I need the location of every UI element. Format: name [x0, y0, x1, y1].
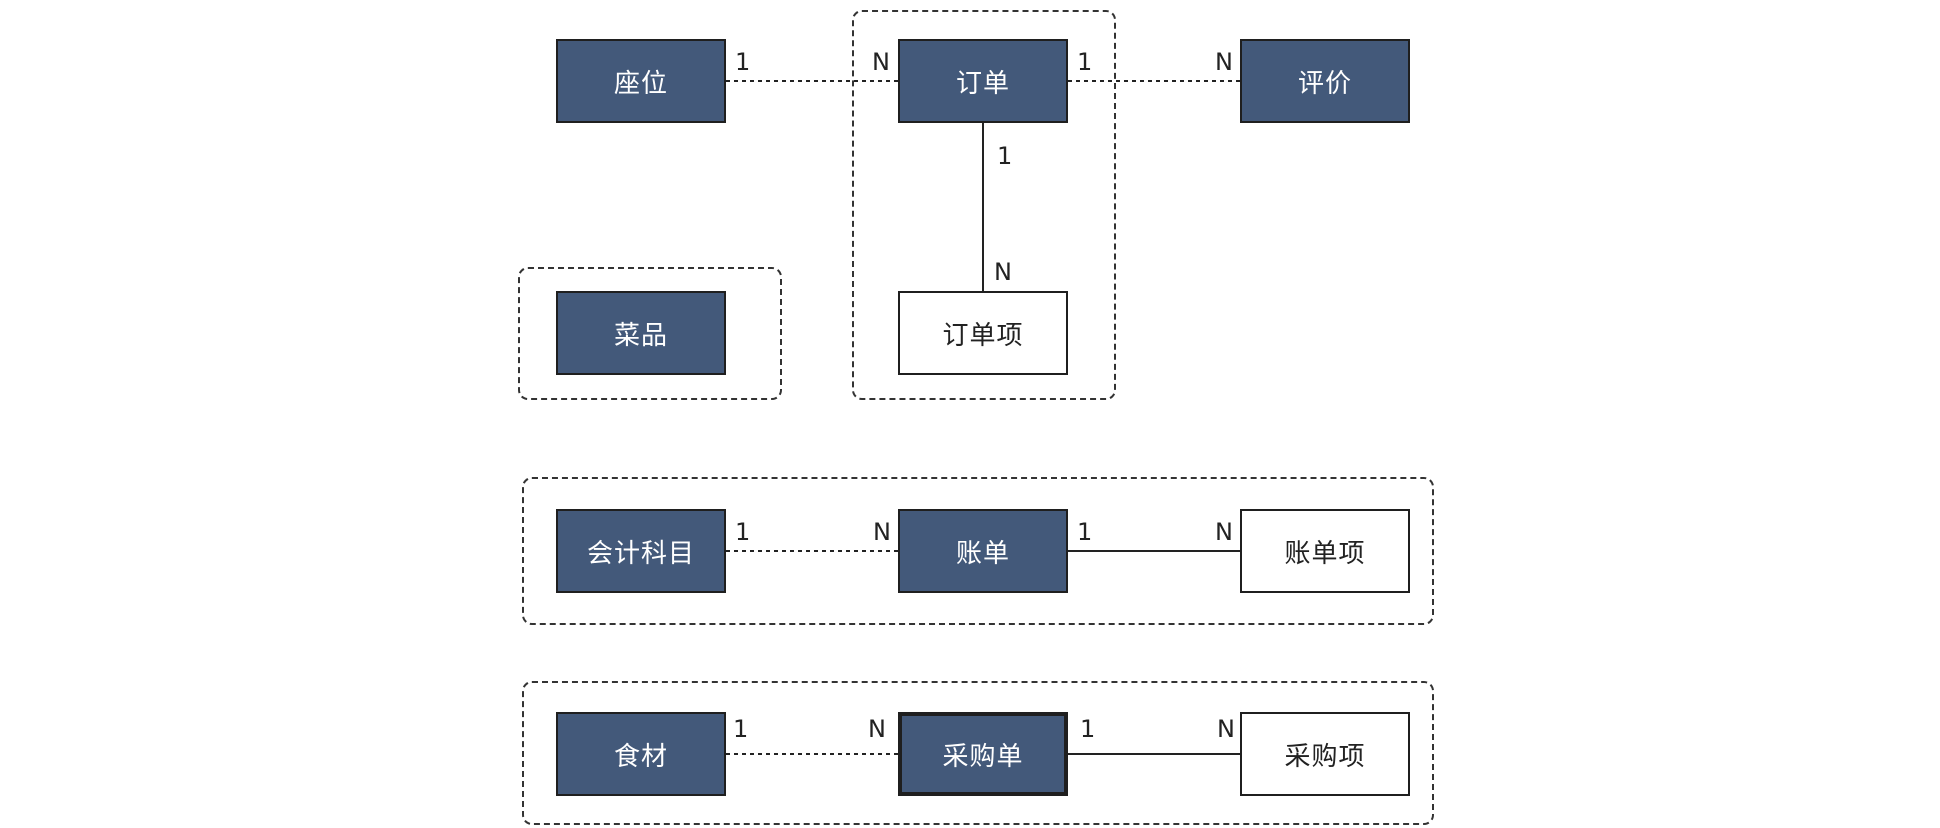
entity-bill[interactable]: 账单	[898, 509, 1068, 593]
dish-aggregate-boundary	[518, 267, 782, 400]
entity-ingredient-label: 食材	[613, 741, 668, 772]
entity-ingredient[interactable]: 食材	[556, 712, 726, 796]
purchase-aggregate-boundary	[522, 681, 1434, 825]
entity-purchase-order[interactable]: 采购单	[898, 712, 1068, 796]
cardinality-purchase-purchaseitem-n: N	[1217, 715, 1235, 743]
entity-dish-label: 菜品	[613, 320, 668, 351]
cardinality-account-bill-1: 1	[735, 518, 751, 546]
entity-purchase-item-label: 采购项	[1284, 741, 1366, 772]
entity-bill-item[interactable]: 账单项	[1240, 509, 1410, 593]
entity-order-label: 订单	[955, 68, 1010, 99]
entity-bill-item-label: 账单项	[1284, 538, 1366, 569]
bill-aggregate-boundary	[522, 477, 1434, 625]
cardinality-seat-order-1: 1	[735, 48, 751, 76]
cardinality-order-orderitem-n: N	[994, 258, 1012, 286]
entity-seat[interactable]: 座位	[556, 39, 726, 123]
entity-purchase-item[interactable]: 采购项	[1240, 712, 1410, 796]
cardinality-bill-billitem-n: N	[1215, 518, 1233, 546]
entity-order-item-label: 订单项	[942, 320, 1024, 351]
order-aggregate-boundary	[852, 10, 1116, 400]
entity-dish[interactable]: 菜品	[556, 291, 726, 375]
entity-review-label: 评价	[1297, 68, 1352, 99]
entity-seat-label: 座位	[613, 68, 668, 99]
entity-purchase-order-label: 采购单	[942, 741, 1024, 772]
entity-account[interactable]: 会计科目	[556, 509, 726, 593]
cardinality-purchase-purchaseitem-1: 1	[1080, 715, 1096, 743]
cardinality-account-bill-n: N	[873, 518, 891, 546]
cardinality-order-review-n: N	[1215, 48, 1233, 76]
entity-account-label: 会计科目	[586, 538, 695, 569]
entity-order-item[interactable]: 订单项	[898, 291, 1068, 375]
cardinality-seat-order-n: N	[872, 48, 890, 76]
entity-order[interactable]: 订单	[898, 39, 1068, 123]
entity-bill-label: 账单	[955, 538, 1010, 569]
cardinality-bill-billitem-1: 1	[1077, 518, 1093, 546]
cardinality-ingredient-purchase-1: 1	[733, 715, 749, 743]
cardinality-ingredient-purchase-n: N	[868, 715, 886, 743]
cardinality-order-review-1: 1	[1077, 48, 1093, 76]
entity-review[interactable]: 评价	[1240, 39, 1410, 123]
cardinality-order-orderitem-1: 1	[997, 142, 1013, 170]
